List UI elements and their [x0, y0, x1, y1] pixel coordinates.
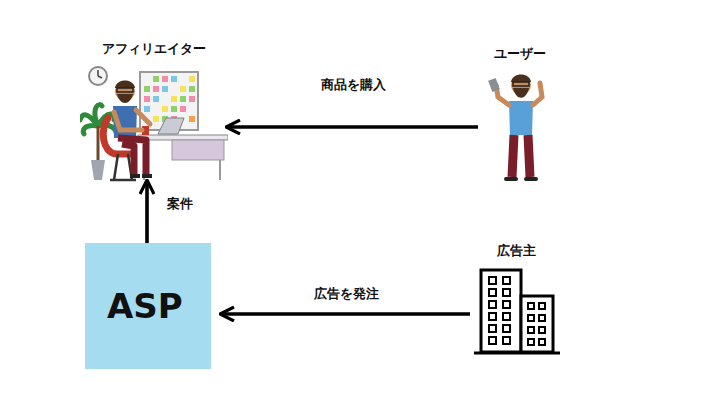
edge-label: 商品を購入 — [319, 76, 388, 94]
affiliate-figure: アフィリエイター — [80, 40, 228, 182]
advertiser-figure: 広告主 — [470, 242, 562, 356]
building-illustration — [470, 242, 562, 356]
user-figure: ユーザー — [478, 45, 562, 182]
affiliate-illustration — [80, 40, 228, 182]
flow-arrow — [222, 312, 470, 316]
user-illustration — [478, 45, 562, 182]
figure-label: アフィリエイター — [80, 40, 228, 58]
figure-label: 広告主 — [470, 242, 562, 260]
figure-label: ユーザー — [478, 45, 562, 63]
asp-box: ASP — [85, 243, 211, 369]
edge-label: 広告を発注 — [312, 285, 381, 303]
box-title: ASP — [107, 286, 183, 326]
flow-arrow — [228, 125, 478, 129]
edge-label: 案件 — [165, 195, 195, 213]
flow-arrow — [145, 182, 149, 243]
